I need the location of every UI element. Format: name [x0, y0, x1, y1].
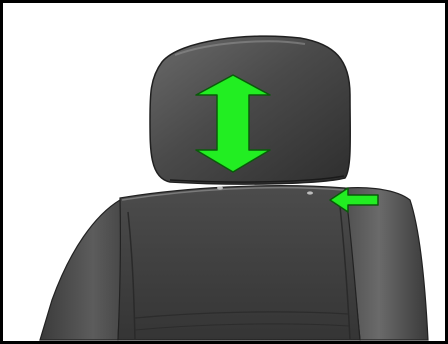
seat-back	[39, 185, 429, 341]
left-arrow-icon	[329, 187, 379, 213]
headrest	[149, 35, 352, 185]
headrest-cushion	[149, 35, 352, 185]
guide-hole-left	[217, 186, 223, 190]
up-down-arrow-icon	[195, 74, 271, 173]
guide-hole-right	[307, 191, 313, 195]
seat-back-panel	[117, 185, 361, 341]
